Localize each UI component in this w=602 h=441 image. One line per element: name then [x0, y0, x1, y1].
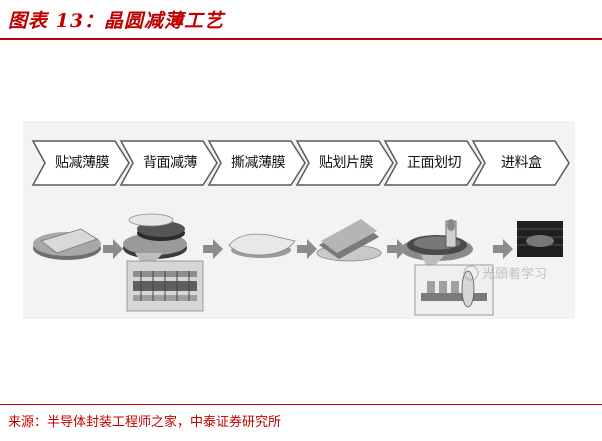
back-grinding-illustration	[123, 213, 204, 312]
title-divider	[0, 38, 602, 40]
arrow-right-icon	[493, 239, 513, 259]
step-label-3: 撕减薄膜	[231, 155, 286, 171]
chevron-step-2	[119, 140, 218, 186]
step-label-2: 背面减薄	[143, 155, 198, 171]
wechat-icon	[463, 265, 479, 281]
arrow-right-icon	[387, 239, 407, 259]
arrow-right-icon	[103, 239, 123, 259]
step-label-6: 进料盒	[501, 155, 542, 171]
step-label-1: 贴减薄膜	[55, 155, 110, 171]
front-dicing-illustration	[401, 219, 494, 316]
source-divider	[0, 404, 602, 405]
chevron-step-4	[295, 140, 394, 186]
process-diagram: 光頭着学习 贴减薄膜 背面减薄 撕减薄膜 贴划片膜 正面划切 进料盒	[23, 121, 575, 319]
chevron-step-5	[383, 140, 482, 186]
source-note: 来源：半导体封装工程师之家，中泰证券研究所	[8, 415, 282, 430]
process-graphics: 光頭着学习	[31, 140, 570, 316]
chevron-step-6	[471, 140, 570, 186]
dicing-tape-illustration	[316, 219, 382, 262]
wafer-tape-illustration	[33, 228, 101, 260]
watermark: 光頭着学习	[463, 265, 547, 282]
step-label-4: 贴划片膜	[319, 155, 374, 171]
arrow-right-icon	[297, 239, 317, 259]
wafer-cassette-illustration	[517, 221, 563, 257]
watermark-text: 光頭着学习	[482, 266, 547, 282]
flow-arrows	[103, 239, 513, 259]
tape-removed-wafer-illustration	[228, 233, 296, 258]
chevron-step-3	[207, 140, 306, 186]
figure-title: 图表 13：晶圆减薄工艺	[8, 10, 225, 32]
step-label-5: 正面划切	[407, 155, 462, 171]
chevron-step-1	[31, 140, 130, 186]
arrow-right-icon	[203, 239, 223, 259]
step-chevrons	[31, 140, 570, 186]
